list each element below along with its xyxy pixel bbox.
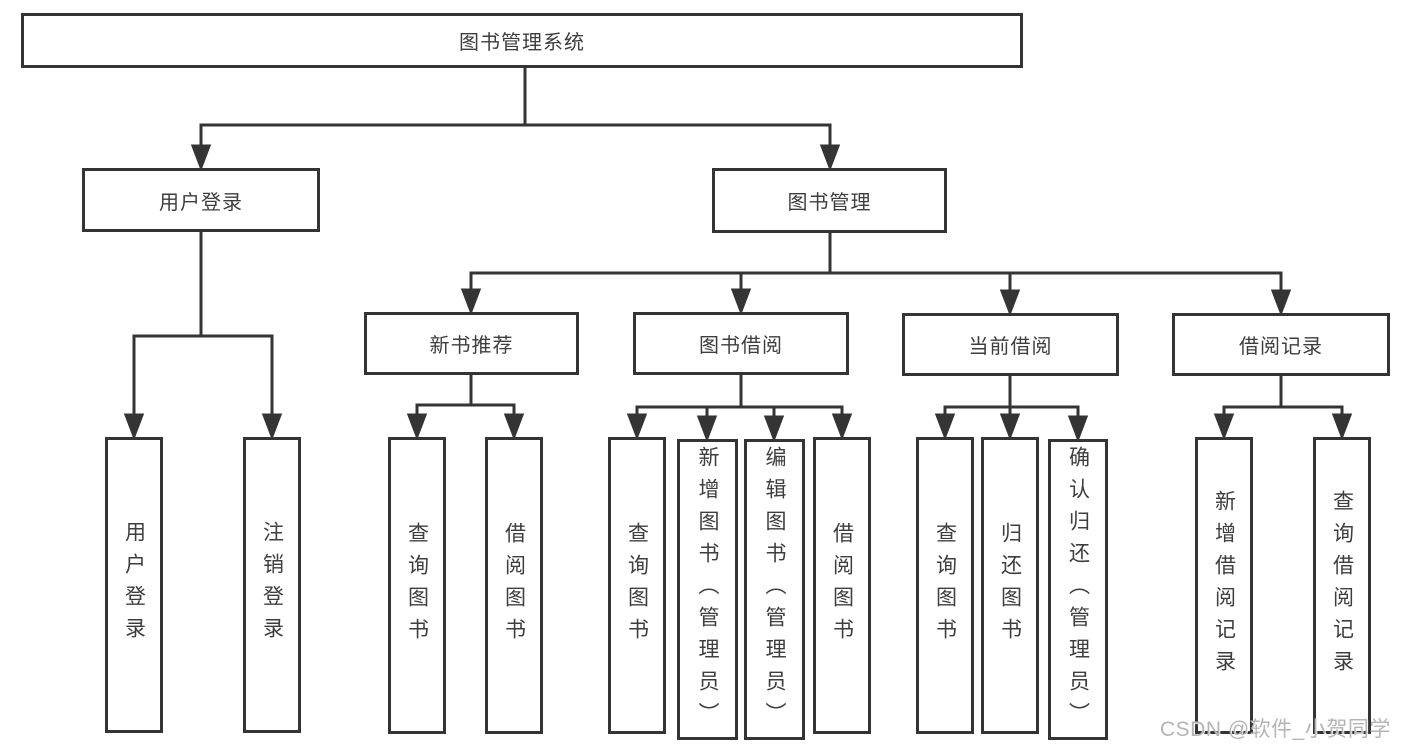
arrowhead	[763, 415, 785, 443]
leaf-logout: 注销登录	[243, 437, 301, 733]
leaf-current-return-books: 归还图书	[981, 437, 1039, 734]
arrowhead	[406, 413, 428, 441]
connector-borrow-records-to-leaves	[1213, 375, 1353, 441]
arrowhead	[626, 413, 648, 441]
node-new-book-recommend: 新书推荐	[364, 312, 579, 375]
arrowhead	[261, 413, 283, 441]
leaf-borrow-add-books-admin: 新增图书（管理员）	[677, 439, 738, 740]
arrowhead	[819, 144, 841, 172]
arrowhead	[460, 288, 482, 316]
leaf-newbook-query-books: 查询图书	[388, 437, 446, 734]
node-library-management-system: 图书管理系统	[21, 13, 1023, 68]
node-book-borrowing: 图书借阅	[633, 312, 849, 375]
arrowhead	[190, 144, 212, 172]
arrowhead	[696, 415, 718, 443]
leaf-user-login: 用户登录	[105, 437, 163, 733]
leaf-current-query-books: 查询图书	[916, 437, 974, 734]
arrowhead	[831, 413, 853, 441]
leaf-borrow-borrow-books: 借阅图书	[813, 437, 871, 734]
arrowhead	[1331, 413, 1353, 441]
leaf-borrow-edit-books-admin: 编辑图书（管理员）	[744, 439, 805, 740]
node-current-borrowing: 当前借阅	[902, 313, 1119, 376]
csdn-watermark: CSDN @软件_小贺同学	[1160, 718, 1391, 741]
leaf-newbook-borrow-books: 借阅图书	[485, 437, 543, 734]
leaf-records-query-record: 查询借阅记录	[1313, 437, 1371, 734]
node-user-login: 用户登录	[82, 168, 320, 232]
leaf-records-add-record: 新增借阅记录	[1195, 437, 1253, 734]
arrowhead	[503, 413, 525, 441]
arrowhead	[999, 289, 1021, 317]
connector-book-mgmt-to-level3	[460, 232, 1292, 317]
arrowhead	[1067, 415, 1089, 443]
arrowhead	[1270, 289, 1292, 317]
connector-new-book-to-leaves	[406, 374, 525, 441]
node-book-management: 图书管理	[712, 168, 947, 233]
leaf-borrow-query-books: 查询图书	[608, 437, 666, 734]
arrowhead	[730, 288, 752, 316]
connector-book-borrow-to-leaves	[626, 374, 853, 443]
arrowhead	[123, 413, 145, 441]
connector-current-borrow-to-leaves	[934, 375, 1089, 443]
arrowhead	[1213, 413, 1235, 441]
node-borrowing-records: 借阅记录	[1172, 313, 1390, 376]
leaf-current-confirm-return-admin: 确认归还（管理员）	[1048, 439, 1108, 740]
arrowhead	[999, 413, 1021, 441]
arrowhead	[934, 413, 956, 441]
connector-user-login-to-leaves	[123, 231, 283, 441]
connector-root-to-level2	[190, 67, 841, 172]
